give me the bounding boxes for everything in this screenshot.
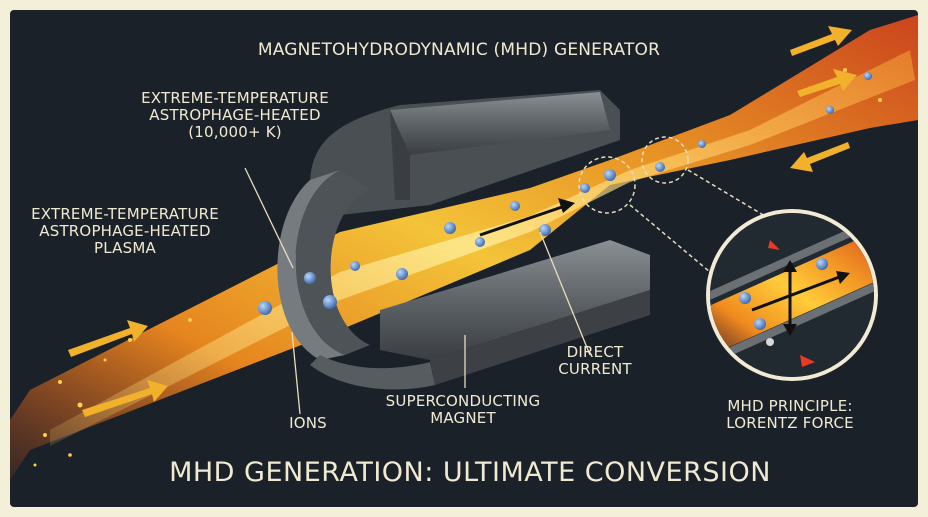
label-plasma: EXTREME-TEMPERATURE ASTROPHAGE-HEATED PL… <box>31 205 219 257</box>
flow-arrow-icon <box>68 26 857 417</box>
label-superconducting-magnet: SUPERCONDUCTING MAGNET <box>385 392 541 427</box>
ions <box>258 72 872 315</box>
lorentz-zoom-circle <box>706 209 878 381</box>
highlight-circles <box>578 136 781 273</box>
label-direct-current: DIRECT CURRENT <box>558 343 632 378</box>
leader-lines <box>244 167 591 415</box>
mhd-illustration <box>10 15 918 480</box>
diagram-title: MAGNETOHYDRODYNAMIC (MHD) GENERATOR <box>257 40 661 60</box>
label-ions: IONS <box>289 414 327 432</box>
bottom-title: MHD GENERATION: ULTIMATE CONVERSION <box>169 457 771 488</box>
plasma-sparks <box>33 68 882 467</box>
lorentz-force-icon <box>751 260 850 336</box>
superconducting-magnet <box>277 90 650 390</box>
label-mhd-principle: MHD PRINCIPLE: LORENTZ FORCE <box>726 397 854 432</box>
diagram-canvas: MAGNETOHYDRODYNAMIC (MHD) GENERATOR EXTR… <box>10 10 918 507</box>
label-heated-temperature: EXTREME-TEMPERATURE ASTROPHAGE-HEATED (1… <box>141 89 329 141</box>
current-arrow-icon <box>479 198 575 237</box>
